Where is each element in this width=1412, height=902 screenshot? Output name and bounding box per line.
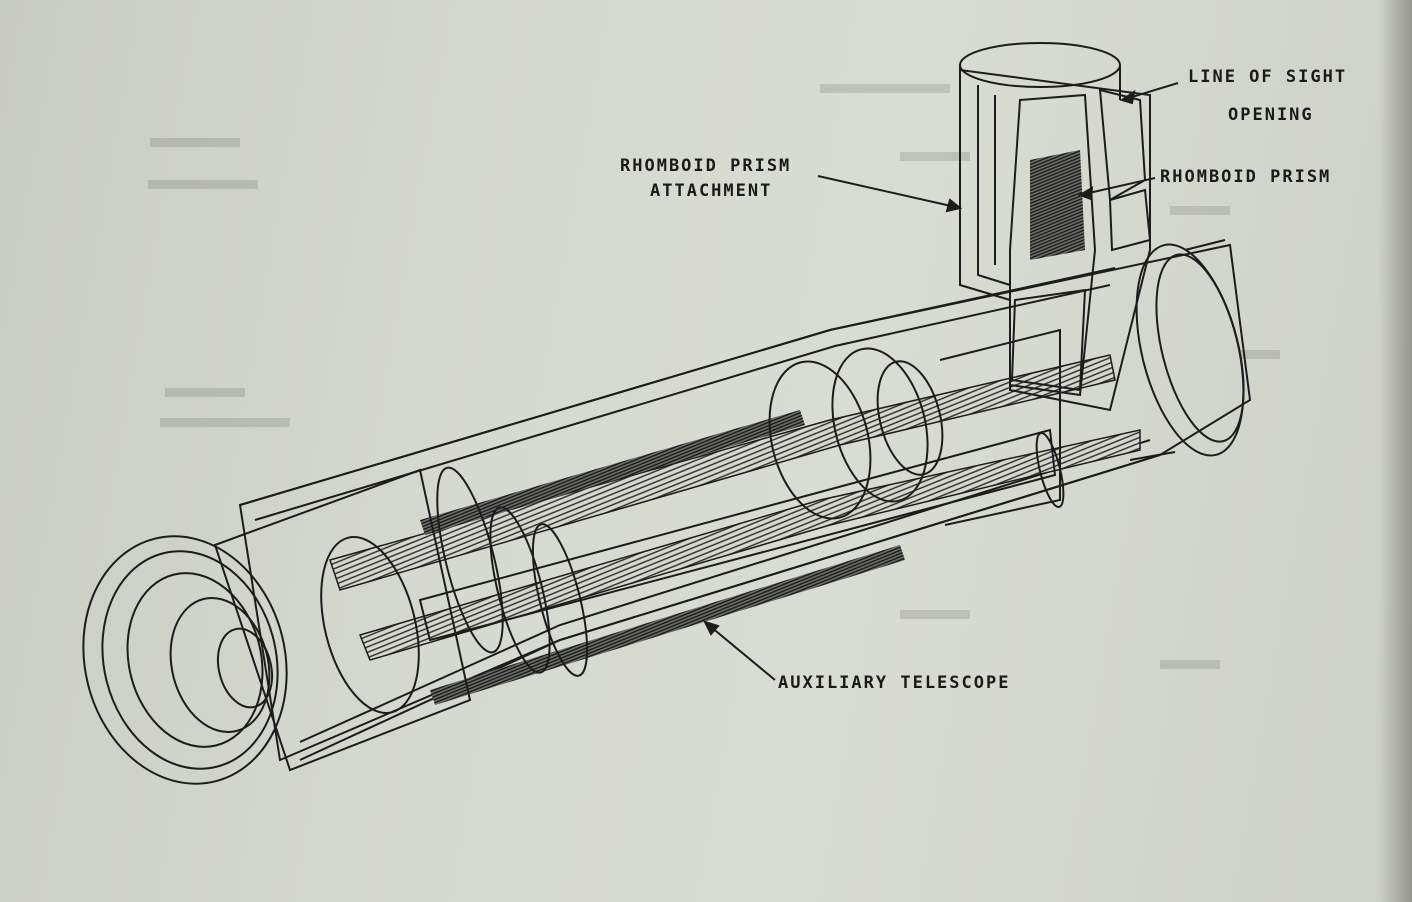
eyepiece-assembly [82, 466, 589, 785]
attachment-label-line1: RHOMBOID PRISM [620, 156, 792, 176]
rhomboid-prism-attachment [959, 42, 1152, 412]
line-of-sight-label-line2: OPENING [1228, 105, 1314, 125]
leader-lines [703, 82, 1179, 681]
rhomboid-prism-label: RHOMBOID PRISM [1160, 167, 1332, 187]
auxiliary-telescope-body [238, 243, 1252, 762]
page-edge-shadow [1378, 0, 1412, 902]
auxiliary-telescope-label: AUXILIARY TELESCOPE [778, 673, 1011, 693]
bleed-through-marks [148, 84, 1280, 669]
middle-lens-cell [768, 328, 1065, 526]
objective-end [1129, 239, 1245, 461]
line-of-sight-label-line1: LINE OF SIGHT [1188, 67, 1348, 87]
attachment-label-line2: ATTACHMENT [650, 181, 773, 201]
